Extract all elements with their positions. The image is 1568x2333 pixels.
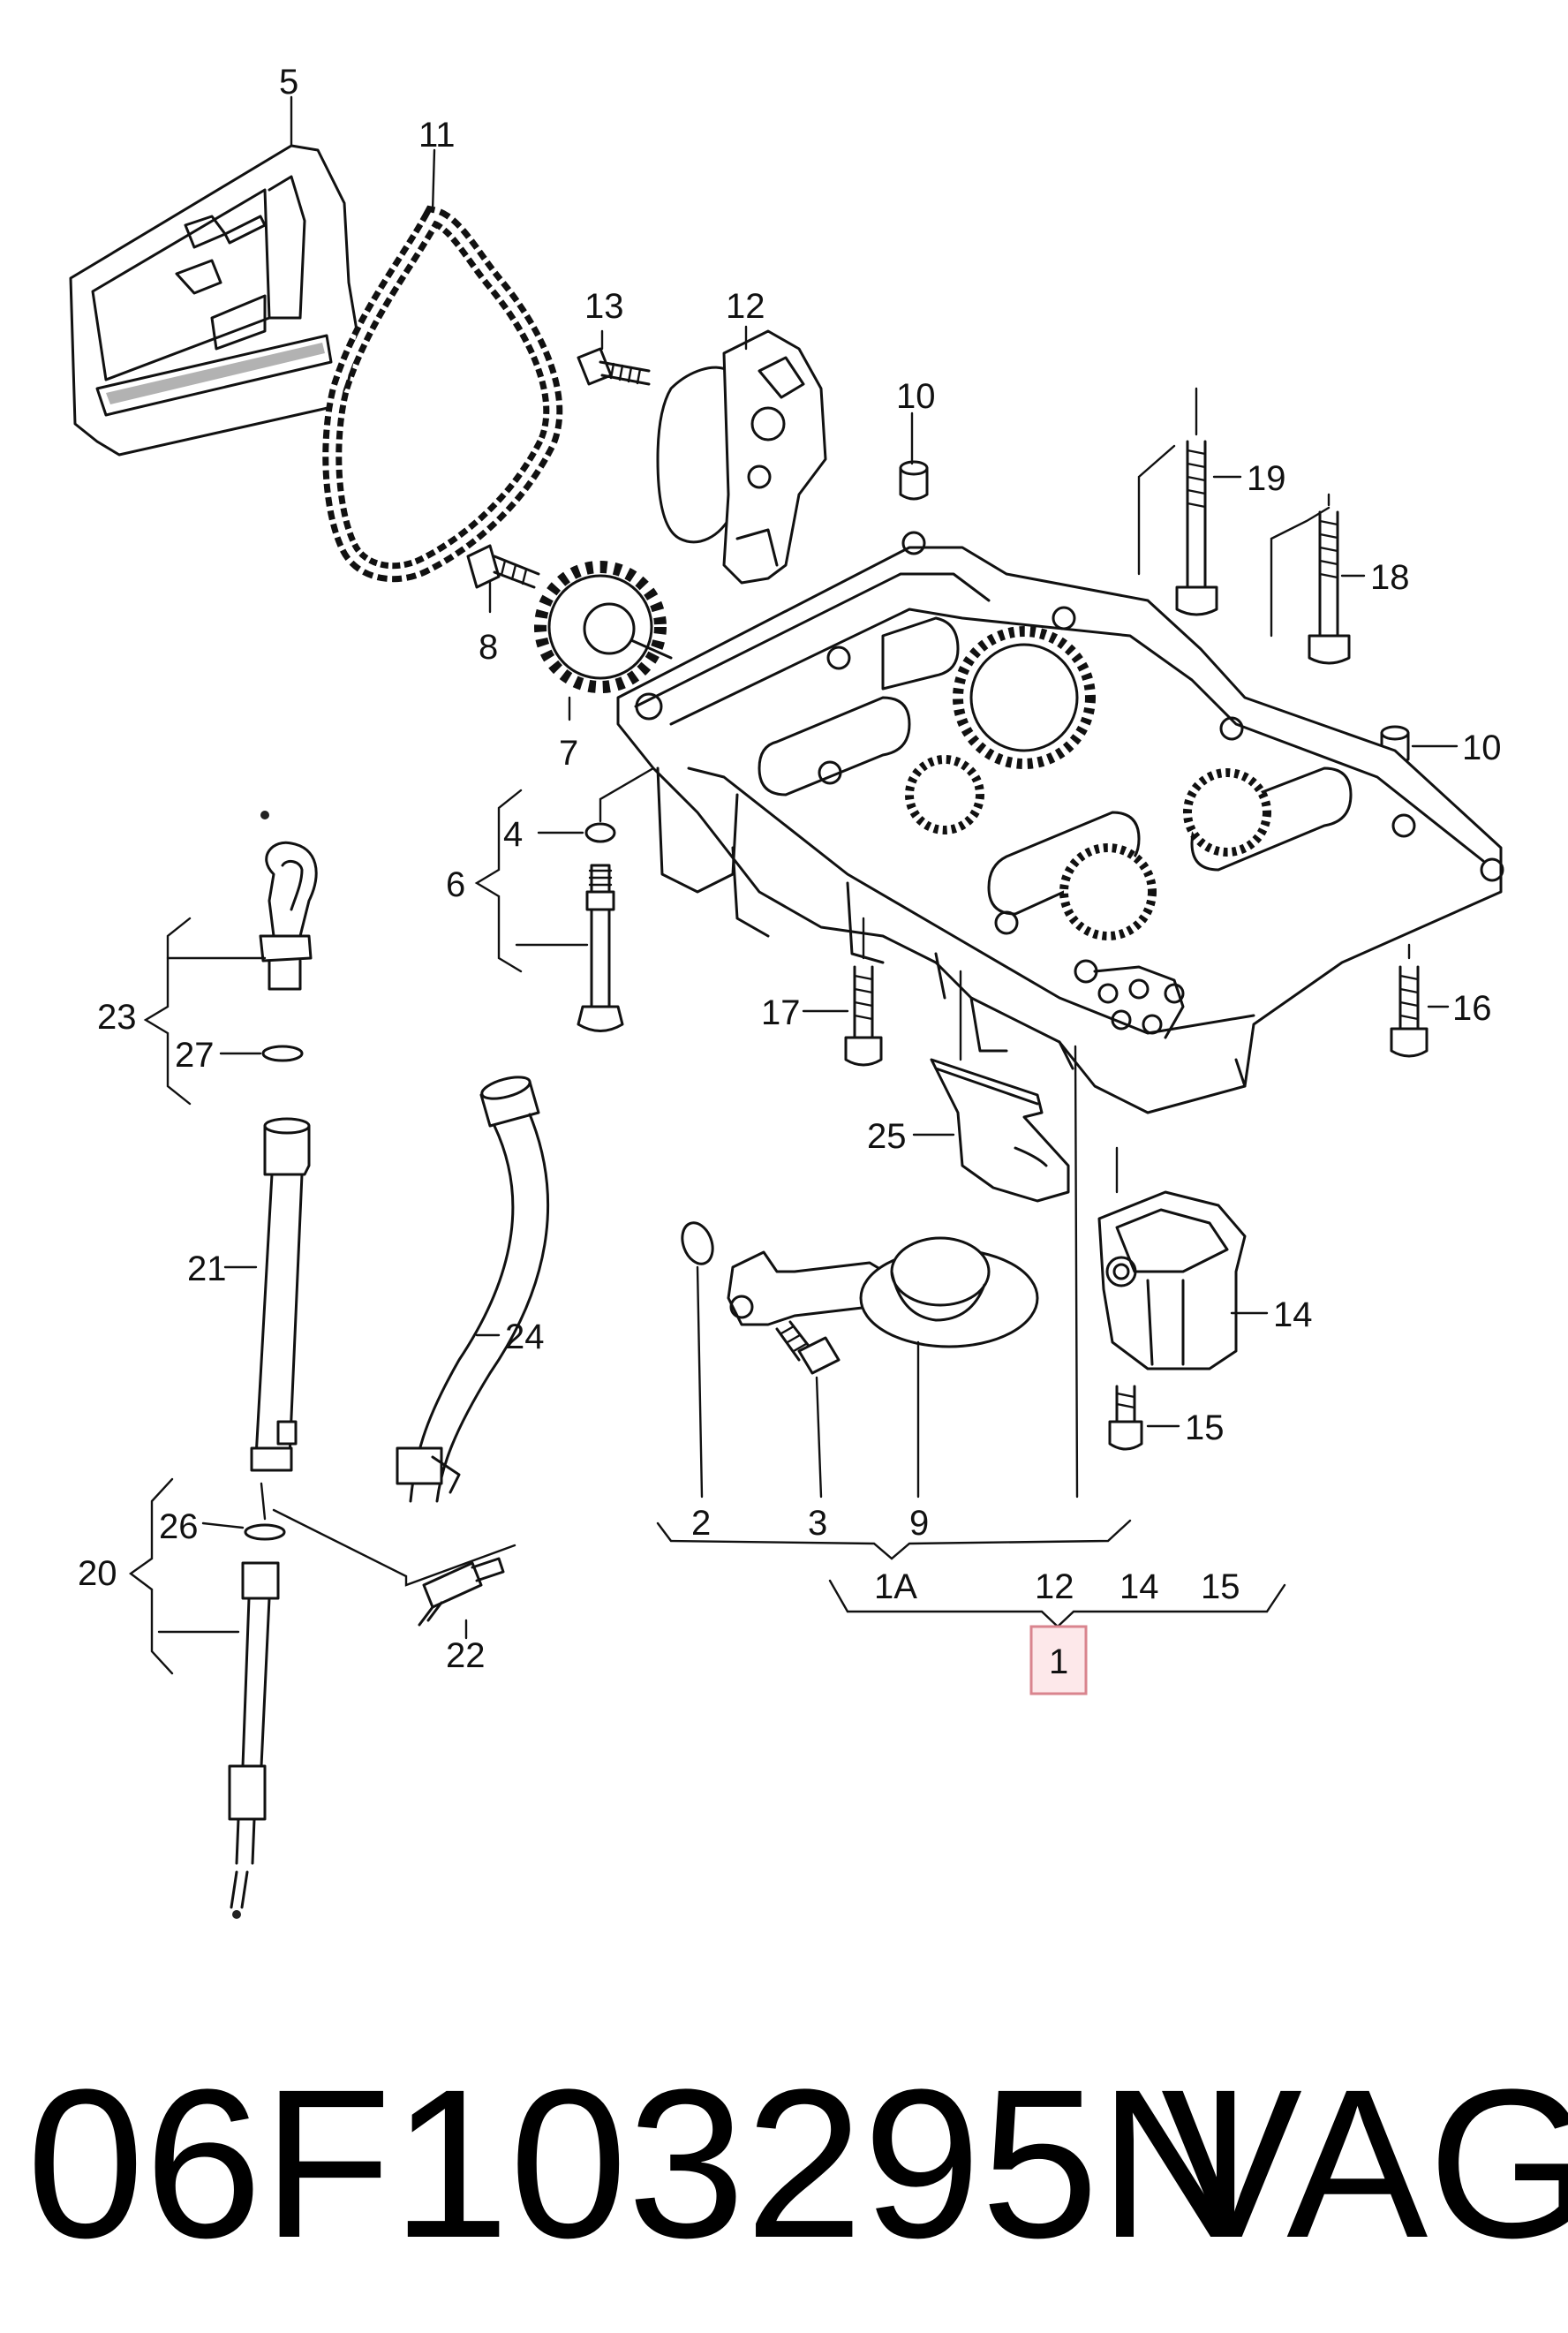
callout-label: 18 xyxy=(1370,558,1410,597)
baffle-part-23 xyxy=(930,970,1070,1203)
brace-group-6 xyxy=(474,789,523,973)
callout-label: 4 xyxy=(503,815,523,854)
dipstick-rod-part-20 xyxy=(228,1482,516,1919)
bolt-part-16 xyxy=(1390,943,1429,1058)
callout-label: 3 xyxy=(808,1504,827,1543)
callout-label: 16 xyxy=(1452,989,1492,1028)
sleeve-part-10-upper xyxy=(899,460,929,501)
o-ring-part-5 xyxy=(584,766,655,843)
callout-label: 15 xyxy=(1185,1408,1225,1447)
callout-label: 9 xyxy=(909,1504,929,1543)
dipstick-handle-part-22 xyxy=(259,811,318,991)
o-ring-part-27 xyxy=(261,1045,304,1062)
brace-group-22 xyxy=(143,917,267,1106)
callout-label: 1A xyxy=(874,1567,917,1606)
brand-name: VAG xyxy=(1161,2045,1568,2282)
callout-labels: 5 11 13 12 10 19 18 10 8 7 16 17 25 14 1… xyxy=(78,63,1502,1681)
callout-label: 14 xyxy=(1273,1295,1313,1334)
callout-label: 6 xyxy=(446,865,465,904)
brace-group-1A xyxy=(656,1519,1132,1560)
hose-part-25 xyxy=(396,1076,550,1503)
oil-pickup-part-4 xyxy=(727,1236,1039,1499)
part-number: 06F103295N xyxy=(26,2045,1252,2282)
callout-label: 17 xyxy=(761,993,801,1032)
callout-label: 26 xyxy=(159,1507,199,1546)
leader-lines xyxy=(201,95,1459,1529)
callout-label: 10 xyxy=(896,377,936,416)
callout-label: 24 xyxy=(505,1318,545,1356)
callout-label: 25 xyxy=(867,1117,907,1156)
highlighted-callout-box xyxy=(1029,1625,1088,1695)
callout-label: 10 xyxy=(1462,729,1502,767)
callout-label: 8 xyxy=(479,628,498,667)
callout-label: 12 xyxy=(726,287,765,326)
callout-label: 27 xyxy=(175,1036,215,1075)
callout-label: 21 xyxy=(187,1250,227,1288)
callout-label: 12 xyxy=(1035,1567,1074,1606)
callout-label: 22 xyxy=(446,1636,486,1675)
chain-tensioner-part-12 xyxy=(656,329,827,585)
callout-label: 13 xyxy=(584,287,624,326)
bolt-part-3 xyxy=(775,1320,841,1499)
callout-label: 14 xyxy=(1119,1567,1159,1606)
callout-label: 5 xyxy=(279,63,298,102)
callout-label: 19 xyxy=(1247,459,1286,498)
o-ring-part-2 xyxy=(681,1221,714,1499)
sprocket-part-7 xyxy=(534,561,673,693)
fitting-part-26 xyxy=(418,1557,505,1640)
bolt-part-18 xyxy=(1270,493,1351,665)
oil-pump-housing-part-1 xyxy=(616,531,1504,1114)
bolt-part-6 xyxy=(515,864,624,1032)
part-number-footer: 06F103295N VAG xyxy=(26,2031,1568,2296)
bolt-part-13 xyxy=(577,347,651,386)
bolt-part-19 xyxy=(1137,387,1218,616)
callout-label: 20 xyxy=(78,1554,117,1593)
bolt-part-8 xyxy=(466,544,540,589)
bolt-part-15 xyxy=(1108,1385,1143,1451)
timing-cover-part-9 xyxy=(69,144,359,457)
highlighted-callout-label: 1 xyxy=(1049,1642,1068,1681)
timing-chain-part-11 xyxy=(322,205,563,583)
callout-label: 15 xyxy=(1201,1567,1240,1606)
pump-cover-part-14 xyxy=(1097,1146,1247,1370)
callout-label: 7 xyxy=(559,734,578,773)
callout-label: 23 xyxy=(97,998,137,1037)
callout-label: 2 xyxy=(691,1504,711,1543)
brace-group-20 xyxy=(128,1477,240,1675)
o-ring-part-24 xyxy=(244,1523,286,1541)
bolt-part-17 xyxy=(844,917,883,1067)
callout-label: 11 xyxy=(418,116,456,155)
guide-tube-part-21 xyxy=(250,1117,311,1472)
